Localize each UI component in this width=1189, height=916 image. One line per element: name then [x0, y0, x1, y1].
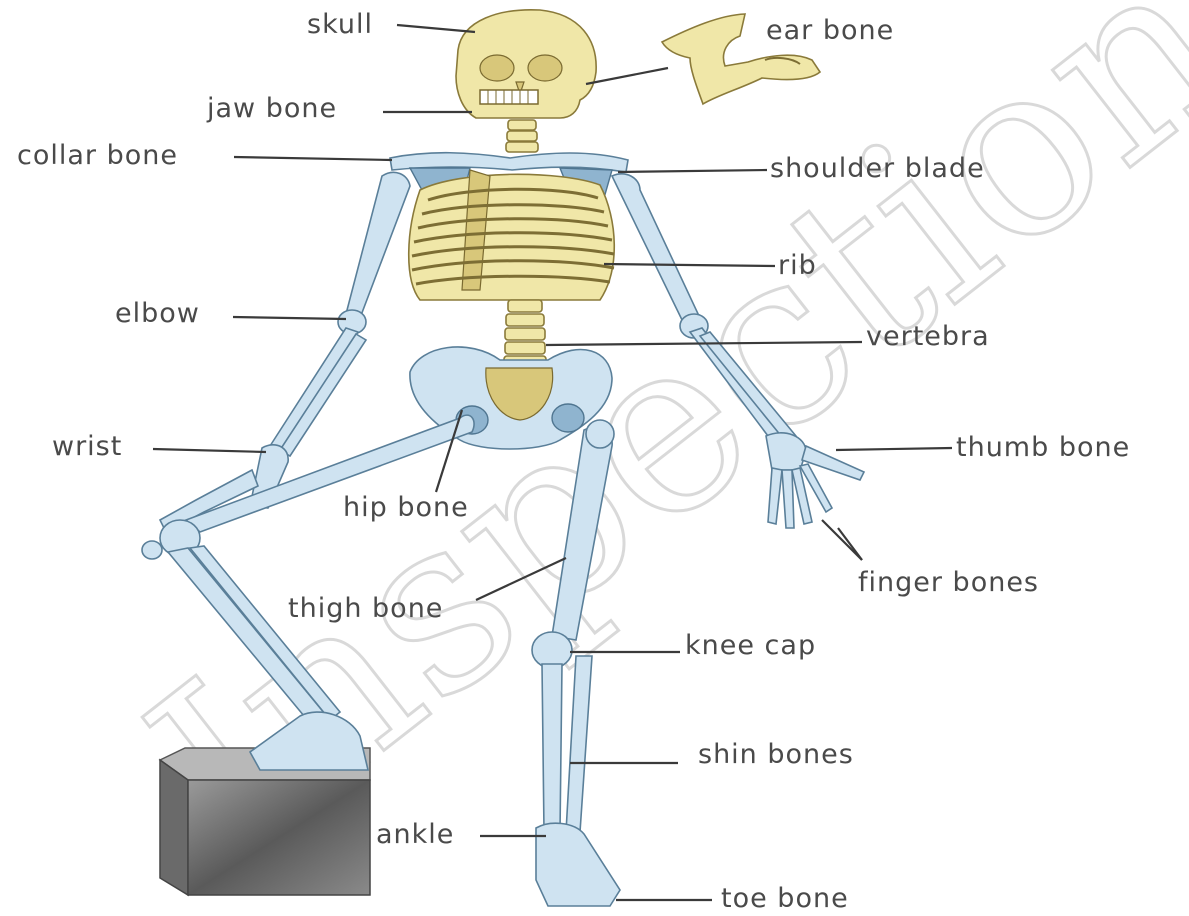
label-collar-bone: collar bone [17, 140, 178, 171]
leader-ear-bone [586, 68, 668, 84]
label-elbow: elbow [115, 298, 200, 329]
leader-collar-bone [234, 157, 392, 160]
label-vertebra: vertebra [866, 321, 990, 352]
leader-shoulder-blade [618, 170, 767, 172]
label-thumb-bone: thumb bone [956, 432, 1130, 463]
label-jaw-bone: jaw bone [206, 93, 337, 124]
label-shoulder-blade: shoulder blade [770, 153, 985, 184]
label-knee-cap: knee cap [685, 630, 816, 661]
label-ear-bone: ear bone [766, 15, 894, 46]
lumbar-vertebrae [504, 300, 546, 368]
label-ankle: ankle [376, 819, 454, 850]
leader-finger-bones-2 [838, 528, 862, 560]
leader-wrist [153, 449, 266, 452]
leader-finger-bones [822, 520, 862, 560]
label-thigh-bone: thigh bone [288, 593, 443, 624]
skull-illustration [456, 10, 596, 118]
rib-cage [409, 170, 615, 300]
label-toe-bone: toe bone [721, 883, 849, 914]
leader-elbow [233, 317, 346, 319]
label-rib: rib [778, 250, 817, 281]
neck-vertebrae [506, 120, 538, 152]
label-finger-bones: finger bones [858, 567, 1039, 598]
label-wrist: wrist [52, 431, 122, 462]
leader-skull [397, 25, 475, 32]
label-shin-bones: shin bones [698, 739, 854, 770]
label-hip-bone: hip bone [343, 492, 469, 523]
label-skull: skull [307, 9, 373, 40]
